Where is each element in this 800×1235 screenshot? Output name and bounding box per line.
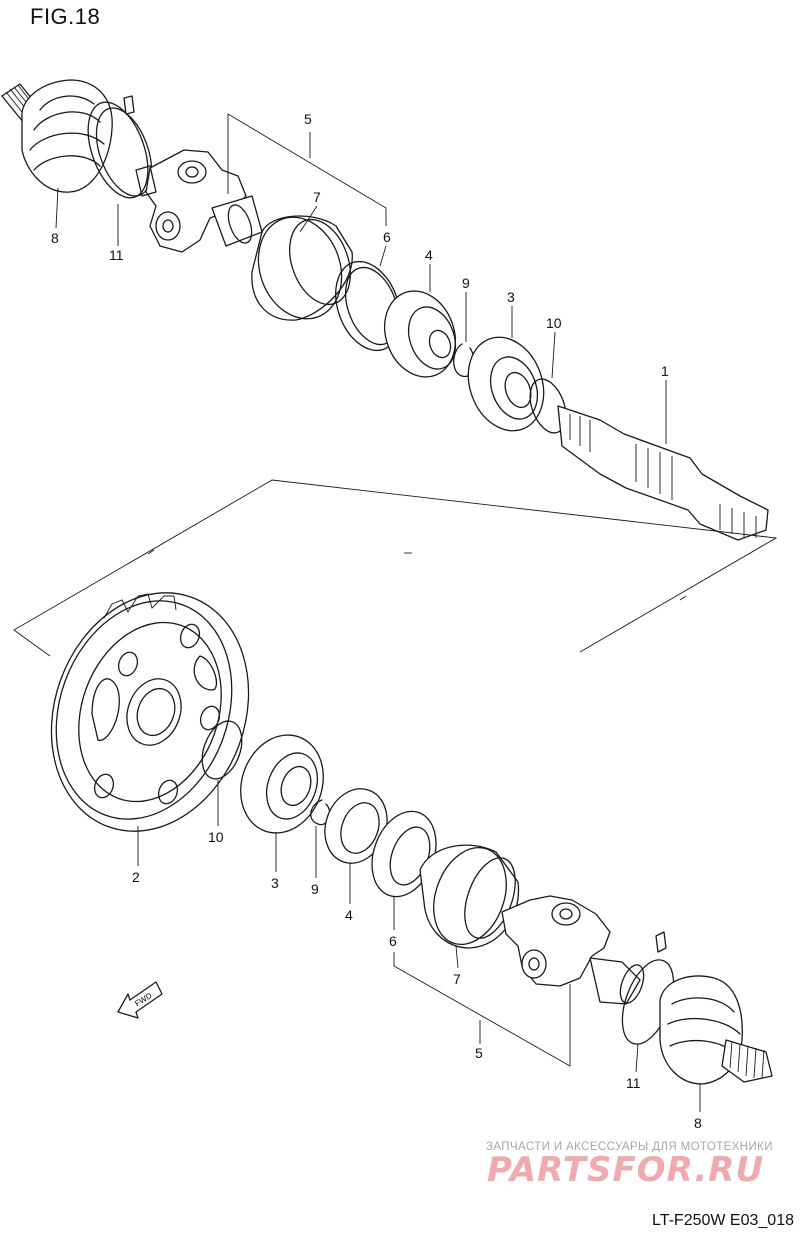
callout-1-upper: 1: [661, 363, 669, 379]
output-shaft-1: [557, 405, 769, 541]
callout-3-upper: 3: [507, 289, 515, 305]
callout-11-upper: 11: [109, 247, 124, 263]
ring-6-lower: [371, 810, 437, 898]
threaded-end-lower: [721, 1039, 773, 1083]
upper-assembly: 8 11 5 7 6 4 9 3 10 1: [1, 79, 769, 541]
upper-callouts: 8 11 5 7 6 4 9 3 10 1: [51, 111, 669, 379]
callout-11-lower: 11: [626, 1075, 641, 1091]
callout-3-lower: 3: [271, 875, 279, 891]
callout-7-upper: 7: [313, 189, 321, 205]
ring-6-upper: [335, 260, 401, 352]
callout-4-lower: 4: [345, 907, 353, 923]
coupling-4-upper: [384, 290, 457, 378]
bellows-upper: [251, 215, 353, 321]
drive-shaft-upper: [211, 195, 263, 247]
dust-boot-upper: [21, 79, 113, 193]
bearing-3-lower: [240, 734, 324, 834]
figure-title: FIG.18: [30, 4, 101, 29]
callout-4-upper: 4: [425, 247, 433, 263]
callout-8-upper: 8: [51, 230, 59, 246]
callout-5-upper: 5: [304, 111, 312, 127]
callout-6-lower: 6: [389, 933, 397, 949]
universal-joint-upper: [135, 149, 247, 253]
lower-callouts: 2 10 3 9 4 6 7 5 11 8: [132, 829, 702, 1131]
callout-6-upper: 6: [383, 229, 391, 245]
circlip-10-upper: [529, 378, 567, 434]
callout-8-lower: 8: [694, 1115, 702, 1131]
bearing-3-upper: [467, 336, 545, 432]
upper-leader-lines: [55, 113, 667, 444]
dust-boot-lower: [659, 975, 743, 1085]
callout-10-lower: 10: [208, 829, 224, 845]
fwd-arrow: FWD: [117, 981, 163, 1019]
circlip-10-lower: [201, 720, 243, 780]
lower-leader-lines: [137, 780, 701, 1112]
figure-code: LT-F250W E03_018: [651, 1212, 794, 1229]
drive-shaft-lower: [589, 957, 645, 1005]
watermark-tagline: ЗАПЧАСТИ И АКСЕССУАРЫ ДЛЯ МОТОТЕХНИКИ: [486, 1141, 773, 1153]
clamp-upper: [87, 95, 153, 199]
callout-7-lower: 7: [453, 971, 461, 987]
callout-9-lower: 9: [311, 881, 319, 897]
final-gear-2: [50, 592, 250, 832]
callout-2-lower: 2: [132, 869, 140, 885]
reference-box: [13, 479, 778, 657]
lower-assembly: 2 10 3 9 4 6 7 5 11 8: [50, 592, 773, 1131]
callout-9-upper: 9: [462, 275, 470, 291]
watermark-logo: PARTSFOR.RU: [487, 1150, 765, 1190]
universal-joint-lower: [501, 895, 611, 987]
callout-10-upper: 10: [546, 315, 562, 331]
callout-5-lower: 5: [475, 1045, 483, 1061]
